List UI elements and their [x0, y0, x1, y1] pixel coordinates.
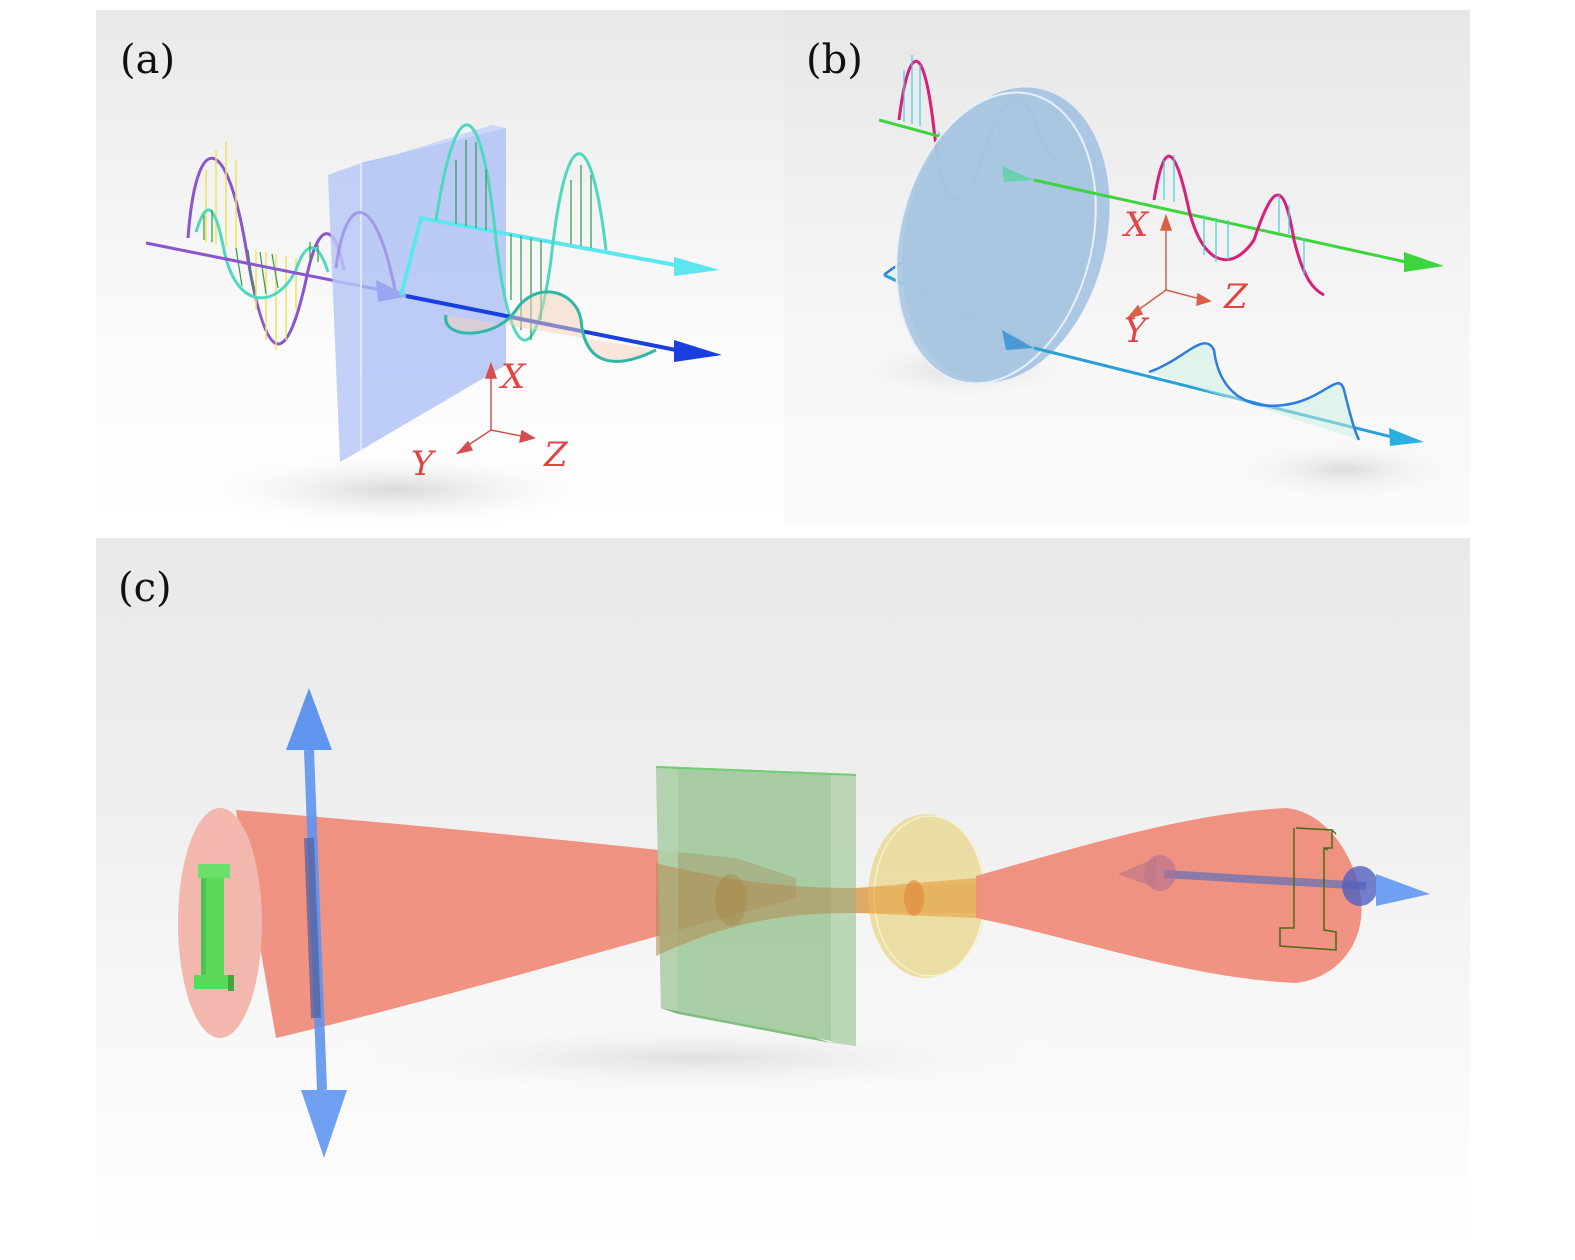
output-wave-teal [434, 123, 608, 342]
output-image-wireframe [1279, 827, 1337, 951]
wave-plate [328, 125, 506, 462]
floor-shadow [276, 1018, 1116, 1098]
output-beam-cyan [399, 215, 720, 296]
top-wave-magenta-out [1152, 154, 1325, 297]
bottom-beam-arrow [1389, 428, 1424, 446]
panel-b-label: (b) [806, 37, 863, 83]
incident-wave-purple [186, 142, 346, 350]
plate-arrow-head [376, 280, 408, 302]
output-wave-orange-hatch [444, 290, 657, 363]
axis-label-y: Y [1124, 311, 1150, 351]
wave-inside-plate [334, 211, 398, 296]
object-green-i-shape [194, 864, 234, 991]
panel-c-label: (c) [118, 565, 172, 611]
panel-c: (c) [96, 538, 1470, 1250]
panel-b: (b) [784, 10, 1470, 524]
lens-beam-ring [904, 880, 924, 916]
axis-label-x: X [1121, 205, 1150, 245]
axis-label-x: X [498, 357, 527, 397]
laser-beam-right [976, 808, 1362, 983]
beam-waist-ring [715, 874, 747, 926]
top-beam-green-out [1033, 178, 1425, 268]
top-beam-arrow [1404, 252, 1444, 272]
axis-label-z: Z [1223, 277, 1249, 317]
bottom-wave-blue-out [1148, 342, 1361, 441]
top-beam-arrowhead [1002, 166, 1034, 182]
incident-wave-teal [194, 208, 330, 300]
axis-label-z: Z [543, 435, 569, 475]
quarter-wave-disk [895, 87, 1110, 385]
panel-b-diagram: X Z Y [844, 55, 1454, 498]
axis-label-y: Y [411, 444, 437, 484]
coordinate-axes [455, 361, 536, 455]
panel-a-label: (a) [120, 37, 176, 83]
panel-a-diagram: X Z Y [145, 123, 722, 528]
panel-a: (a) [96, 10, 784, 528]
field-vectors-yellow [205, 142, 297, 350]
floor-shadow [176, 450, 616, 528]
coordinate-axes [1125, 213, 1212, 320]
floor-shadow [1234, 442, 1454, 498]
bottom-beam-arrowhead [1002, 330, 1034, 350]
polarization-double-arrow [286, 688, 347, 1158]
panel-c-diagram [178, 688, 1430, 1158]
output-polarization-arrow [1118, 855, 1430, 906]
